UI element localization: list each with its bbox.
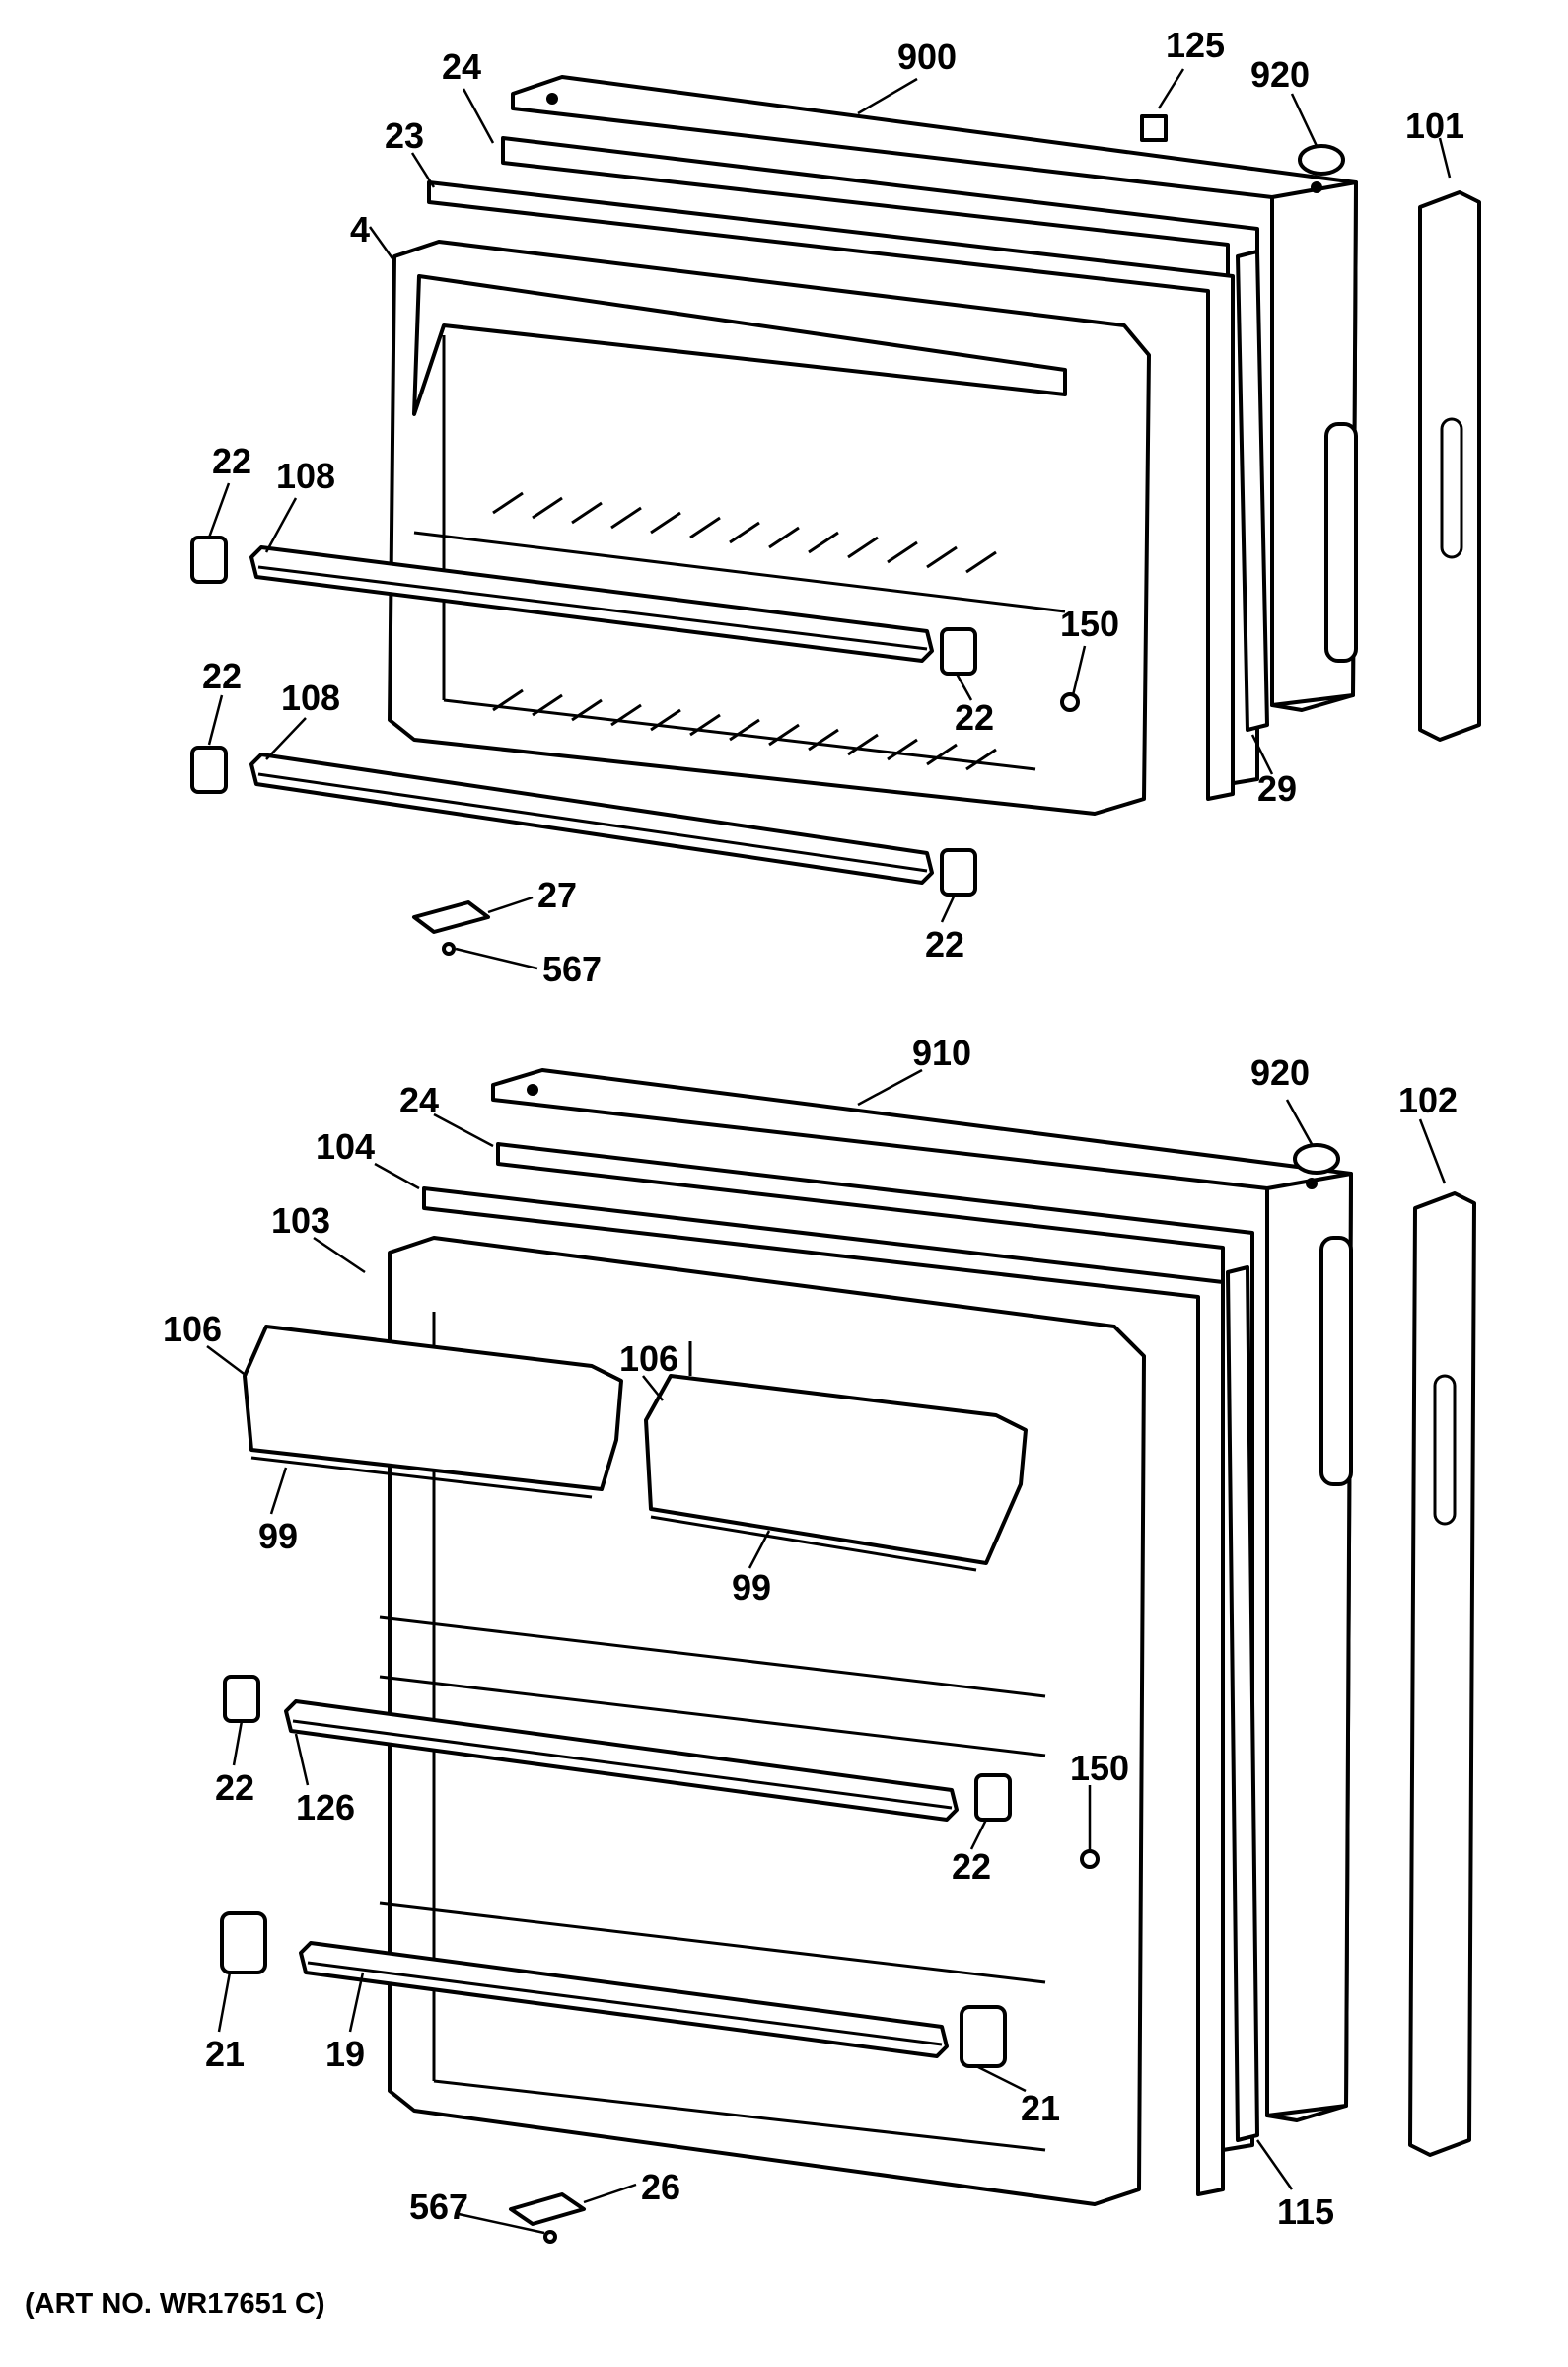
freezer-part-labels: 900 125 920 101 24 23 4 22 108 22 108 15… [202, 25, 1464, 989]
label-108-freezer-a: 108 [276, 456, 335, 496]
label-910: 910 [912, 1033, 971, 1073]
label-4: 4 [350, 209, 370, 250]
label-106-right: 106 [619, 1338, 678, 1379]
label-22-fresh-food-left: 22 [215, 1767, 254, 1808]
fresh-food-dairy-bin-right [644, 1374, 1028, 1572]
freezer-leader-lines [207, 68, 1452, 970]
fresh-food-breaker-strip [422, 1186, 1225, 2196]
fresh-food-shelf-clip-22-right [974, 1773, 1012, 1822]
fresh-food-handle-102 [1408, 1191, 1476, 2157]
fresh-food-part-labels: 910 920 102 24 104 103 106 106 99 99 22 … [163, 1033, 1458, 2232]
label-115: 115 [1277, 2191, 1334, 2232]
fresh-food-outer-door-panel [491, 1068, 1353, 2122]
freezer-screw-567 [442, 942, 456, 956]
art-number-caption: (ART NO. WR17651 C) [25, 2288, 325, 2320]
label-23: 23 [385, 115, 424, 156]
label-103: 103 [271, 1200, 330, 1241]
freezer-breaker-strip [427, 180, 1235, 801]
fresh-food-shelf-bar-19 [299, 1941, 949, 2058]
freezer-plug-125 [1140, 114, 1168, 142]
label-22-freezer-b: 22 [202, 656, 242, 696]
fresh-food-shelf-bar-126 [284, 1699, 959, 1822]
label-29: 29 [1257, 768, 1297, 809]
fresh-food-shelf-clip-22-left [223, 1675, 260, 1723]
label-567-fresh-food: 567 [409, 2187, 468, 2227]
label-104: 104 [316, 1126, 375, 1167]
label-125: 125 [1166, 25, 1225, 65]
label-21-right: 21 [1021, 2088, 1060, 2128]
freezer-screw-150 [1060, 692, 1080, 712]
fresh-food-leader-lines [206, 1068, 1447, 2235]
freezer-outer-door-panel [511, 75, 1358, 712]
label-22-freezer-a: 22 [212, 441, 251, 481]
freezer-plug-920 [1298, 144, 1345, 176]
fresh-food-shelf-clip-21-left [220, 1911, 267, 1974]
label-22-freezer-d: 22 [925, 924, 964, 965]
fresh-food-plug-920 [1293, 1143, 1340, 1175]
fresh-food-door-assembly: 910 920 102 24 104 103 106 106 99 99 22 … [163, 1033, 1476, 2244]
label-150-fresh-food: 150 [1070, 1748, 1129, 1788]
label-150-freezer: 150 [1060, 604, 1119, 644]
freezer-door-assembly: 900 125 920 101 24 23 4 22 108 22 108 15… [190, 25, 1481, 989]
label-101: 101 [1405, 106, 1464, 146]
freezer-shelf-clip-right-upper [940, 627, 977, 676]
freezer-upper-shelf-ribs [492, 491, 997, 574]
fresh-food-screw-150 [1080, 1849, 1100, 1869]
label-21-left: 21 [205, 2034, 245, 2074]
freezer-handle-101 [1418, 190, 1481, 742]
label-24-fresh-food: 24 [399, 1080, 439, 1120]
label-22-freezer-c: 22 [955, 697, 994, 738]
freezer-shelf-clip-left-lower [190, 746, 228, 794]
fresh-food-handle-recess [1319, 1236, 1353, 1486]
label-920-fresh-food: 920 [1250, 1052, 1310, 1093]
label-102: 102 [1398, 1080, 1458, 1120]
freezer-lower-shelf-ribs [492, 688, 997, 771]
fresh-food-dairy-bin-left [243, 1325, 623, 1499]
freezer-shelf-clip-left-upper [190, 536, 228, 584]
label-900: 900 [897, 36, 957, 77]
freezer-shelf-bar-lower [249, 753, 934, 885]
fresh-food-hinge-plate [509, 2192, 586, 2226]
label-920: 920 [1250, 54, 1310, 95]
label-24: 24 [442, 46, 481, 87]
label-108-freezer-b: 108 [281, 678, 340, 718]
label-22-fresh-food-right: 22 [952, 1846, 991, 1887]
label-99-left: 99 [258, 1516, 298, 1556]
freezer-handle-recess [1324, 422, 1358, 663]
label-19: 19 [325, 2034, 365, 2074]
freezer-door-liner [388, 240, 1151, 816]
freezer-shelf-clip-right-lower [940, 848, 977, 897]
freezer-shelf-bar-upper [249, 545, 934, 663]
fresh-food-shelf-clip-21-right [960, 2005, 1007, 2068]
label-26: 26 [641, 2167, 680, 2207]
freezer-door-trim [1236, 250, 1269, 732]
label-27: 27 [537, 875, 577, 915]
label-106-left: 106 [163, 1309, 222, 1349]
label-126: 126 [296, 1787, 355, 1828]
label-99-right: 99 [732, 1567, 771, 1608]
label-567-freezer: 567 [542, 949, 602, 989]
fresh-food-screw-567 [543, 2230, 557, 2244]
fresh-food-door-trim [1226, 1265, 1259, 2142]
freezer-hinge-plate [412, 900, 490, 934]
